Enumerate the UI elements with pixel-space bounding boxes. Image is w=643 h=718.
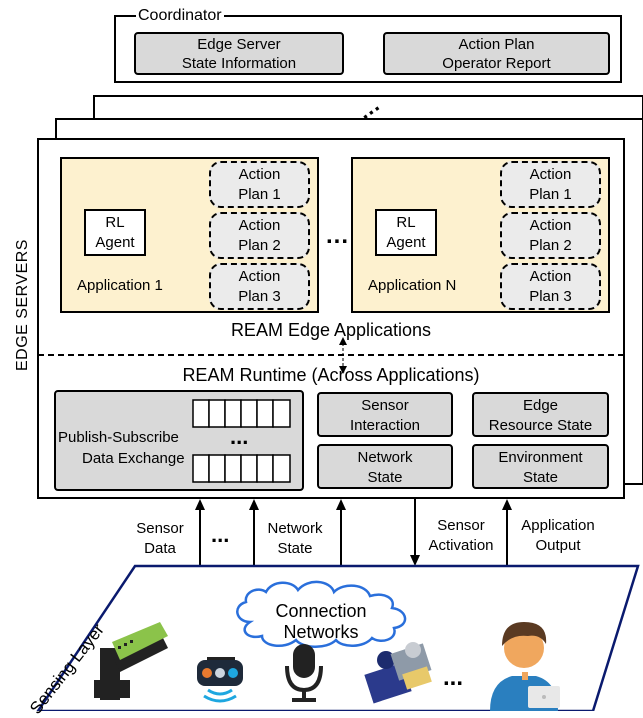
edge-resource-state-box: Edge Resource State: [472, 392, 609, 437]
box-line: Network: [357, 449, 413, 466]
action-plan-3-app1: Action Plan 3: [209, 263, 310, 310]
rl-line: Agent: [386, 234, 426, 251]
flow-line: Data: [144, 540, 176, 557]
action-plan-1-app1: Action Plan 1: [209, 161, 310, 208]
box-line: Edge Server: [197, 36, 281, 53]
rl-agent-app1: RL Agent: [84, 209, 146, 256]
sensor-activation-label: Sensor Activation: [420, 516, 502, 556]
ap-line: Action: [529, 268, 572, 285]
sensor-interaction-box: Sensor Interaction: [317, 392, 453, 437]
coordinator-label: Coordinator: [136, 6, 224, 26]
cloud-shape: [236, 580, 407, 648]
network-state-box: Network State: [317, 444, 453, 489]
ream-runtime-title: REAM Runtime (Across Applications): [182, 365, 480, 385]
box-line: Edge: [522, 397, 559, 414]
box-line: Action Plan: [458, 36, 535, 53]
application-1-label: Application 1: [77, 277, 163, 294]
action-plan-operator-report-box: Action Plan Operator Report: [383, 32, 610, 75]
flow-line: Network: [267, 520, 323, 537]
flow-line: Activation: [428, 537, 494, 554]
connection-networks-label: Connection Networks: [275, 601, 367, 642]
ap-line: Plan 3: [238, 288, 281, 305]
box-line: Environment: [498, 449, 583, 466]
device-ellipsis: ...: [443, 664, 464, 691]
ap-line: Plan 1: [529, 186, 572, 203]
pubsub-line: Publish-Subscribe: [58, 429, 179, 446]
rl-agent-appn: RL Agent: [375, 209, 437, 256]
pubsub-line: Data Exchange: [82, 450, 185, 467]
flow-line: Sensor: [136, 520, 184, 537]
ap-line: Action: [238, 268, 281, 285]
box-line: Operator Report: [442, 55, 551, 72]
flow-line: Sensor: [437, 517, 485, 534]
rl-line: RL: [105, 214, 125, 231]
flow-line: Application: [521, 517, 595, 534]
flow-line: Output: [535, 537, 581, 554]
ap-line: Plan 2: [529, 237, 572, 254]
box-line: Interaction: [349, 417, 421, 434]
application-output-label: Application Output: [510, 516, 606, 556]
network-state-label: Network State: [259, 519, 331, 559]
box-line: State: [522, 469, 559, 486]
edge-servers-label: EDGE SERVERS: [14, 239, 31, 371]
flow-ellipsis: ...: [211, 522, 230, 547]
apps-ellipsis: ...: [326, 222, 350, 249]
ap-line: Action: [529, 217, 572, 234]
ap-line: Plan 3: [529, 288, 572, 305]
queue-ellipsis: ...: [230, 424, 249, 449]
ap-line: Plan 2: [238, 237, 281, 254]
ream-edge-apps-title: REAM Edge Applications: [230, 320, 432, 340]
environment-state-box: Environment State: [472, 444, 609, 489]
box-line: State: [367, 469, 403, 486]
application-n-label: Application N: [368, 277, 457, 294]
action-plan-2-app1: Action Plan 2: [209, 212, 310, 259]
action-plan-2-appn: Action Plan 2: [500, 212, 601, 259]
rl-line: Agent: [95, 234, 135, 251]
action-plan-1-appn: Action Plan 1: [500, 161, 601, 208]
action-plan-3-appn: Action Plan 3: [500, 263, 601, 310]
ap-line: Plan 1: [238, 186, 281, 203]
sensor-data-label: Sensor Data: [132, 519, 188, 559]
box-line: State Information: [181, 55, 297, 72]
ap-line: Action: [529, 166, 572, 183]
box-line: Sensor: [361, 397, 409, 414]
ap-line: Action: [238, 166, 281, 183]
ap-line: Action: [238, 217, 281, 234]
rl-line: RL: [396, 214, 416, 231]
edge-server-state-info-box: Edge Server State Information: [134, 32, 344, 75]
box-line: Resource State: [488, 417, 593, 434]
flow-line: State: [277, 540, 313, 557]
